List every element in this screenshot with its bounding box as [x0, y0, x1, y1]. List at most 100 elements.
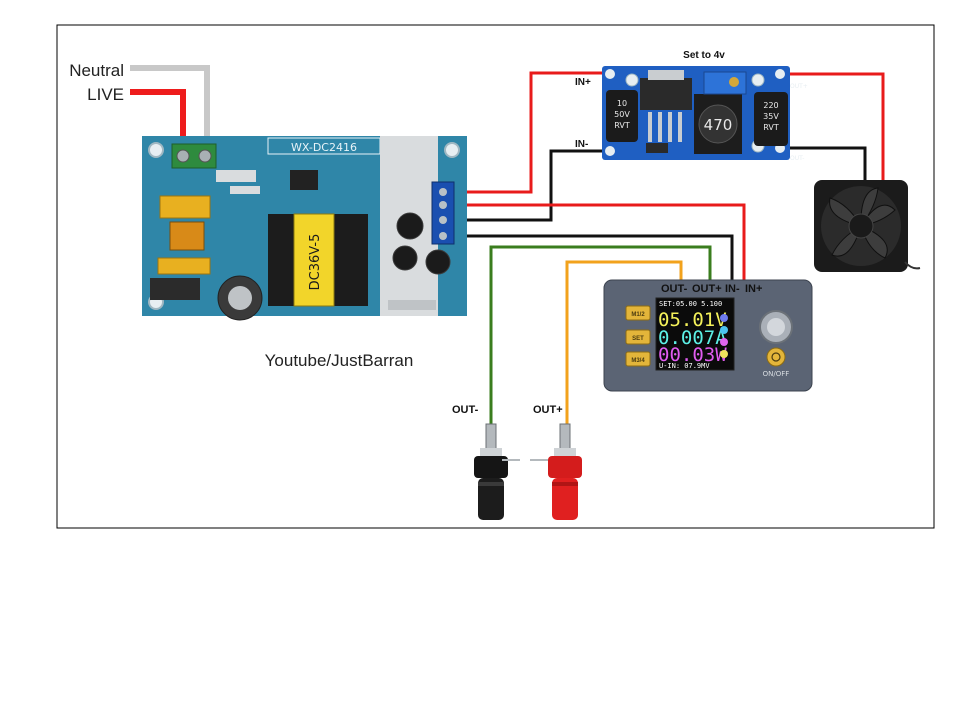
- post-out-minus-label: OUT-: [452, 404, 479, 416]
- neutral-wire: [130, 65, 210, 150]
- lcd-status-icon: [720, 350, 728, 358]
- m3-button[interactable]: [625, 351, 651, 367]
- buck-pin-out-plus: [775, 69, 785, 79]
- buck-output-capacitor-voltage: 35V: [763, 112, 779, 121]
- converter-out-minus-label: OUT-: [661, 283, 688, 295]
- fan-hub: [848, 213, 874, 239]
- m3-button-label: M3/4: [631, 358, 645, 364]
- terminal-screw: [198, 149, 212, 163]
- buck-in-plus-label: IN+: [575, 77, 591, 88]
- buck-output-capacitor-value: 220: [763, 101, 778, 110]
- ac-dc-power-supply-board: WX-DC2416 DC36V-5: [142, 136, 467, 321]
- converter-out-plus-label: OUT+: [692, 283, 722, 295]
- bulk-capacitor-top: [228, 286, 252, 310]
- output-capacitor: [396, 212, 424, 240]
- psu-to-converter-positive-wire: [440, 203, 746, 282]
- bridge-rectifier: [150, 278, 200, 300]
- post-out-plus-label: OUT+: [533, 404, 563, 416]
- psu-to-converter-negative-wire: [440, 234, 734, 282]
- output-capacitor: [392, 245, 418, 271]
- buck-out-minus-label: OUT-: [790, 155, 804, 162]
- set-button[interactable]: [625, 329, 651, 345]
- lcd-voltage: 05.01V: [658, 309, 727, 331]
- lcd-status-icon: [720, 326, 728, 334]
- psu-mount-hole: [148, 142, 164, 158]
- lcd-status-icon: [720, 338, 728, 346]
- output-negative-wire: [489, 245, 712, 430]
- positive-binding-post: [530, 423, 582, 520]
- buck-regulator-ic: [640, 78, 692, 110]
- fan-cable: [904, 261, 921, 270]
- buck-to-fan-positive-wire: [780, 72, 885, 188]
- heatsink-fin: [230, 186, 260, 194]
- post-ring: [478, 482, 504, 486]
- terminal-screw: [176, 149, 190, 163]
- buck-input-capacitor-series: RVT: [614, 121, 630, 130]
- buck-pin-in-plus: [605, 69, 615, 79]
- buck-input-capacitor-value: 10: [617, 99, 627, 108]
- terminal-screw: [439, 232, 447, 240]
- wires: [130, 65, 885, 430]
- post-cap: [474, 456, 508, 478]
- transformer-label-tape: [293, 213, 335, 307]
- heatsink-fin: [216, 170, 256, 182]
- post-ring: [552, 482, 578, 486]
- terminal-screw: [439, 188, 447, 196]
- cooling-fan: [814, 180, 921, 272]
- set-button-label: SET: [632, 336, 644, 342]
- lcd-input-voltage-line: U-IN: 07.9MV: [659, 362, 710, 370]
- psu-to-buck-negative-wire: [440, 149, 610, 222]
- m1-button-label: M1/2: [631, 312, 645, 318]
- converter-in-plus-label: IN+: [745, 283, 762, 295]
- power-button[interactable]: [766, 347, 786, 367]
- buck-ic-pin: [668, 112, 672, 142]
- post-nut: [554, 448, 576, 456]
- power-icon: [771, 352, 781, 362]
- buck-output-capacitor: [754, 92, 788, 146]
- buck-ic-pin: [658, 112, 662, 142]
- buck-converter-module: 10 50V RVT 470 220 35V RVT: [602, 66, 790, 160]
- post-nut: [480, 448, 502, 456]
- transformer-label: DC36V-5: [308, 234, 323, 291]
- lcd-setpoint-line: SET:05.00 5.100: [659, 300, 722, 308]
- common-mode-choke: [159, 195, 211, 219]
- voltage-adjust-potentiometer[interactable]: [703, 71, 747, 95]
- post-stud: [559, 423, 571, 453]
- heatsink-fin: [388, 300, 436, 310]
- psu-model-label: WX-DC2416: [291, 141, 357, 154]
- filter-inductor: [169, 221, 205, 251]
- buck-ic-tab: [648, 70, 684, 80]
- psu-output-terminal-block: [431, 181, 455, 245]
- adjust-knob-cap[interactable]: [767, 318, 785, 336]
- converter-in-minus-label: IN-: [725, 283, 740, 295]
- credit-label: Youtube/JustBarran: [265, 351, 414, 370]
- m1-button[interactable]: [625, 305, 651, 321]
- post-cap: [548, 456, 582, 478]
- post-body: [552, 478, 578, 520]
- buck-input-capacitor: [606, 90, 638, 142]
- buck-mount-hole: [751, 73, 765, 87]
- buck-input-capacitor-voltage: 50V: [614, 110, 630, 119]
- psu-controller-ic: [290, 170, 318, 190]
- lcd-status-icon: [720, 314, 728, 322]
- lcd-current: 0.007A: [658, 327, 727, 349]
- terminal-screw: [439, 201, 447, 209]
- dc-dc-converter-module: M1/2 SET M3/4 SET:05.00 5.100 05.01V 0.0…: [603, 279, 813, 392]
- buck-out-plus-label: OUT+: [790, 83, 808, 90]
- buck-output-capacitor-series: RVT: [763, 123, 779, 132]
- live-label: LIVE: [87, 85, 124, 104]
- output-capacitor: [425, 249, 451, 275]
- buck-in-minus-label: IN-: [575, 139, 588, 150]
- post-body: [478, 478, 504, 520]
- potentiometer-screw[interactable]: [729, 77, 739, 87]
- buck-to-fan-negative-wire: [780, 146, 867, 190]
- neutral-label: Neutral: [69, 61, 124, 80]
- negative-binding-post: [474, 423, 520, 520]
- psu-mount-hole: [444, 142, 460, 158]
- lcd-power: 00.03W: [658, 344, 727, 366]
- buck-inductor-core: [698, 104, 738, 144]
- buck-ic-pin: [648, 112, 652, 142]
- converter-lcd: [655, 297, 735, 371]
- terminal-screw: [439, 216, 447, 224]
